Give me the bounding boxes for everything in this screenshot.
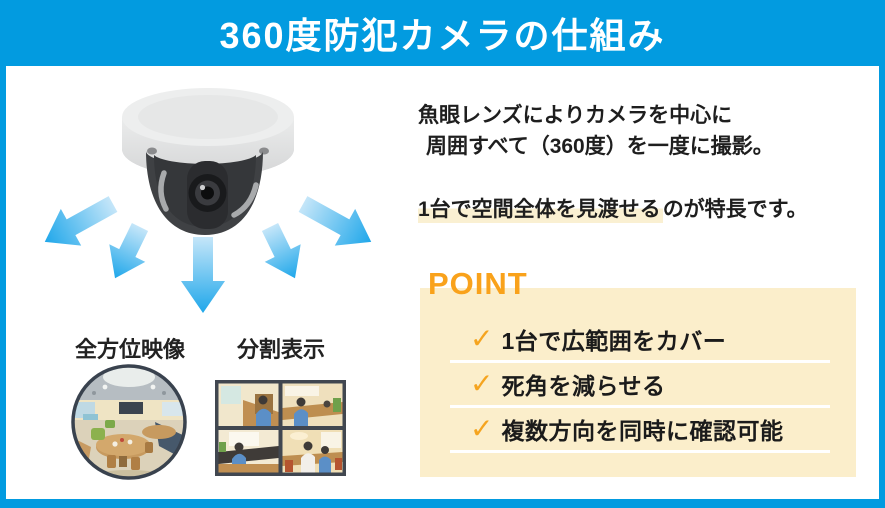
fisheye-label: 全方位映像 [74,337,185,362]
frame-border-left [0,66,6,508]
fisheye-room-image [71,364,187,480]
check-icon: ✓ [470,323,494,354]
split-quadrant-1 [218,383,279,426]
description-block: 魚眼レンズによりカメラを中心に 周囲すべて（360度）を一度に撮影。 1台で空間… [418,100,873,225]
split-quadrant-4 [282,429,343,473]
feature-highlighted-text: 1台で空間全体を見渡せる [418,198,663,223]
split-label: 分割表示 [236,337,325,362]
point-heading: POINT [428,266,528,301]
header-bar: 360度防犯カメラの仕組み [0,0,885,66]
check-icon: ✓ [470,413,494,444]
arrow-left [109,223,149,279]
point-panel: ✓ 1台で広範囲をカバー ✓ 死角を減らせる ✓ 複数方向を同時に確認可能 [420,288,856,477]
dome-camera-icon [44,88,372,313]
camera-dome [146,151,263,235]
description-line-1: 魚眼レンズによりカメラを中心に [418,104,733,127]
frame-border-right [879,66,885,508]
frame-border-bottom [0,499,885,508]
point-item: ✓ 複数方向を同時に確認可能 [450,408,830,453]
point-item: ✓ 1台で広範囲をカバー [450,318,830,363]
point-item: ✓ 死角を減らせる [450,363,830,408]
feature-rest-text: のが特長です。 [662,198,808,221]
check-icon: ✓ [470,368,494,399]
arrow-right [261,223,301,279]
page-title: 360度防犯カメラの仕組み [219,15,666,56]
split-quadrant-2 [282,383,343,426]
feature-sentence: 1台で空間全体を見渡せるのが特長です。 [418,194,873,225]
coverage-arrows-icon [44,196,372,313]
arrow-far-right [298,196,372,246]
screw-hole-right [259,147,269,155]
arrow-far-left [44,196,118,246]
description-line-2: 周囲すべて（360度）を一度に撮影。 [426,135,774,158]
screw-hole-left [147,147,157,155]
split-view-image [215,380,346,476]
point-list: ✓ 1台で広範囲をカバー ✓ 死角を減らせる ✓ 複数方向を同時に確認可能 [450,318,830,453]
split-quadrant-3 [218,429,279,473]
arrow-down [181,237,225,313]
